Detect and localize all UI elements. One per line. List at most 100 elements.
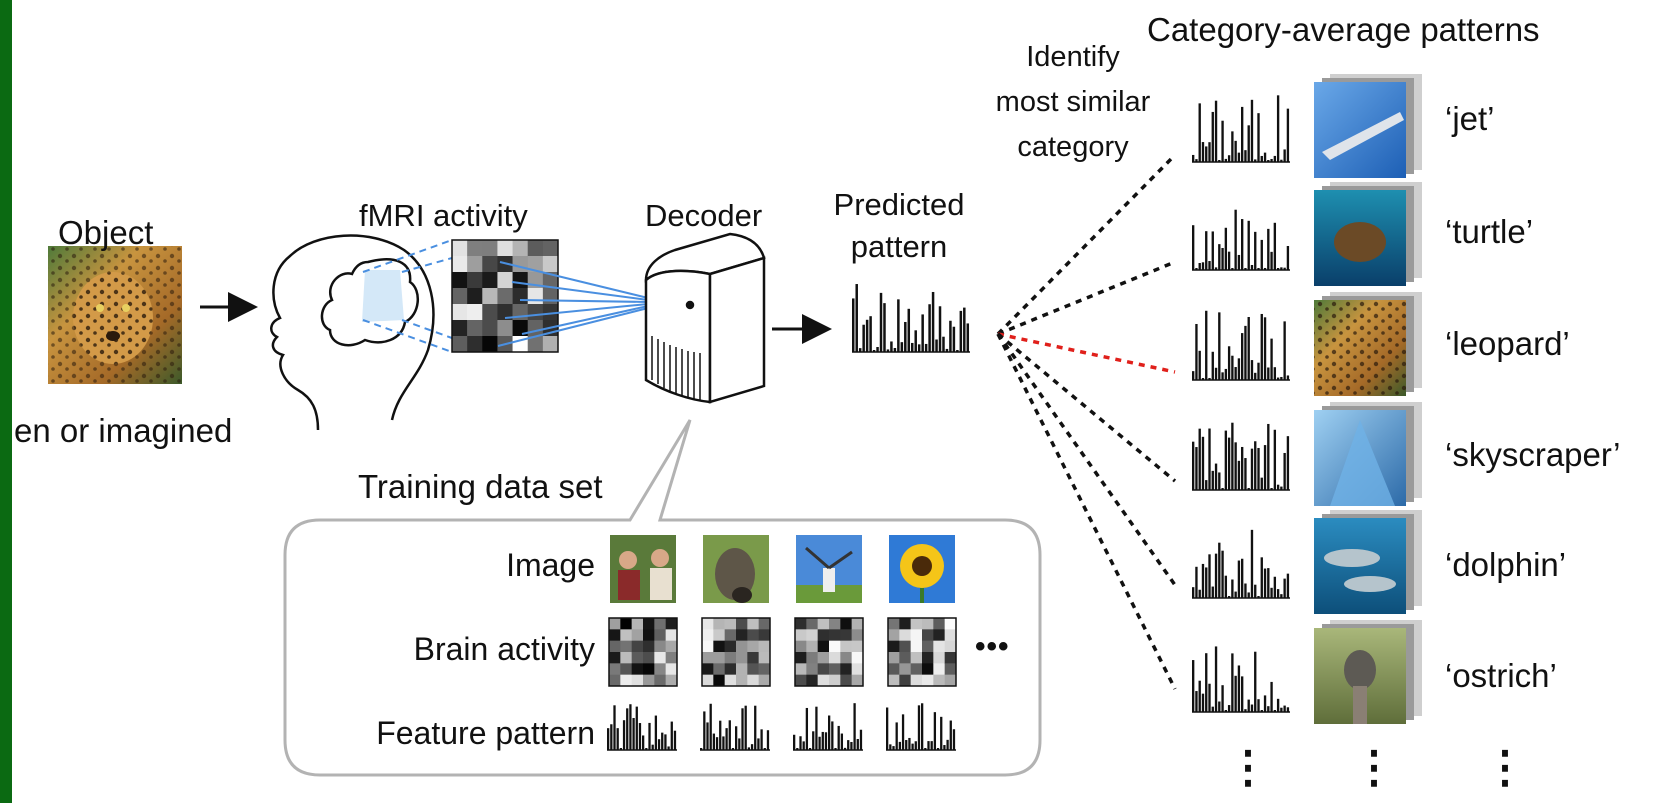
bar — [1201, 436, 1205, 490]
bar — [706, 722, 709, 750]
bar — [942, 336, 945, 352]
bar — [1208, 142, 1211, 162]
bar — [1231, 653, 1234, 712]
bar — [750, 744, 754, 750]
bar — [1250, 264, 1254, 270]
bar — [1195, 447, 1198, 490]
voxel — [758, 618, 771, 630]
voxel — [922, 652, 934, 664]
voxel — [665, 674, 678, 687]
bar — [862, 324, 865, 352]
voxel — [467, 256, 483, 273]
voxel — [713, 618, 725, 630]
bar — [1205, 567, 1208, 598]
bar — [1283, 452, 1286, 490]
category-label-skyscraper: ‘skyscraper’ — [1445, 436, 1621, 473]
voxel — [910, 652, 923, 664]
voxel — [654, 674, 666, 687]
voxel — [631, 652, 644, 664]
bar — [709, 703, 712, 750]
category-label-turtle: ‘turtle’ — [1445, 213, 1534, 250]
ellipsis-photos: ⋮ — [1352, 743, 1396, 792]
voxel — [795, 663, 807, 675]
grid-border — [608, 617, 678, 687]
voxel — [542, 288, 559, 305]
bar — [1270, 587, 1273, 598]
bar — [1280, 707, 1283, 712]
voxel — [736, 640, 748, 653]
bar — [1208, 428, 1211, 490]
voxel — [609, 618, 621, 630]
bar — [927, 741, 930, 750]
bar — [1234, 209, 1237, 270]
ostrich-neck — [1353, 686, 1367, 724]
bar — [793, 734, 796, 750]
bar — [1218, 160, 1221, 162]
training-brain-grid — [794, 617, 864, 687]
voxel — [482, 256, 498, 273]
object-caption: en or imagined — [14, 412, 233, 449]
voxel — [452, 336, 468, 353]
bar — [1221, 120, 1224, 162]
bar — [657, 739, 661, 750]
predicted-title-line1: Predicted — [833, 187, 965, 222]
training-feature-histogram — [793, 703, 863, 751]
voxel — [806, 629, 818, 641]
bar — [1260, 477, 1263, 490]
bar — [760, 729, 763, 750]
grid-border — [451, 239, 559, 353]
voxel — [620, 629, 632, 641]
bar — [1276, 484, 1280, 490]
bar — [1250, 448, 1254, 490]
voxel — [747, 618, 759, 630]
bar — [1221, 488, 1224, 490]
bar — [1244, 709, 1247, 712]
bar — [904, 321, 907, 352]
bar — [1211, 351, 1214, 380]
voxel — [665, 618, 678, 630]
voxel — [910, 618, 923, 630]
voxel — [654, 629, 666, 641]
voxel — [631, 629, 644, 641]
voxel — [654, 663, 666, 675]
predicted-pattern-histogram — [852, 284, 970, 353]
voxel — [643, 618, 655, 630]
voxel — [933, 629, 945, 641]
bar — [1286, 573, 1290, 598]
bar — [802, 741, 805, 750]
training-photo-sunflower — [889, 535, 955, 603]
bar — [1241, 106, 1244, 162]
bar — [1247, 317, 1250, 380]
identify-line2: most similar — [995, 86, 1151, 118]
voxel — [829, 652, 841, 664]
bar — [619, 748, 623, 750]
bar — [1195, 159, 1198, 162]
bar — [952, 729, 956, 750]
voxel — [665, 629, 678, 641]
training-photo-windmill — [796, 535, 862, 603]
bar — [738, 738, 741, 750]
voxel — [817, 652, 830, 664]
bar — [859, 729, 863, 750]
voxel — [933, 674, 945, 687]
training-row-brain: Brain activity — [413, 631, 595, 667]
similarity-lines — [996, 153, 1177, 690]
voxel — [851, 640, 864, 653]
bar — [928, 304, 931, 352]
bar — [843, 747, 847, 750]
voxel — [702, 618, 714, 630]
voxel — [467, 320, 483, 337]
voxel — [851, 652, 864, 664]
bar — [1237, 152, 1241, 162]
bar — [712, 733, 716, 750]
category-histogram — [1192, 529, 1290, 599]
voxel — [512, 272, 529, 289]
bar — [1241, 219, 1244, 270]
training-feature-histogram — [886, 703, 956, 751]
voxel — [795, 652, 807, 664]
bar — [1250, 529, 1254, 598]
bar — [1214, 267, 1218, 270]
voxel — [922, 640, 934, 653]
bar — [1244, 458, 1247, 490]
match-line-red — [997, 332, 1176, 374]
